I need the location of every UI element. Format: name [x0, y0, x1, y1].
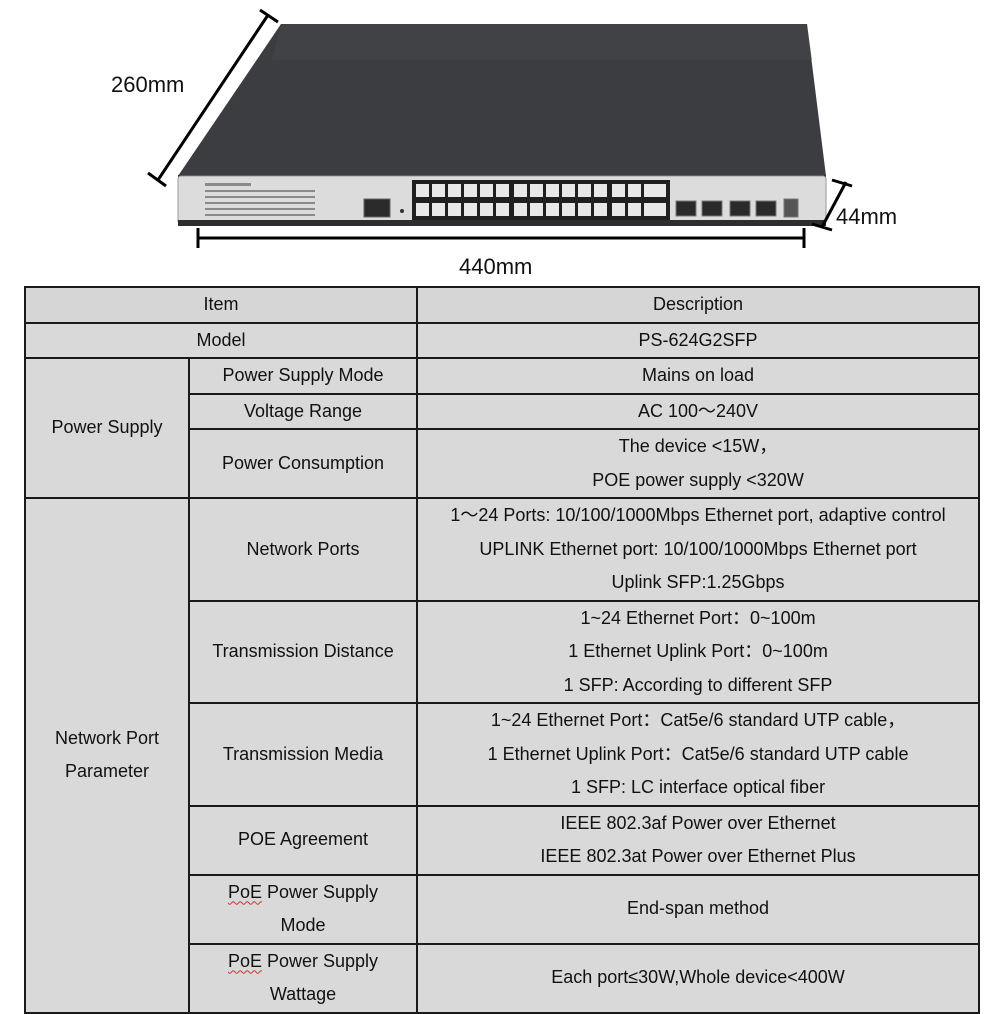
height-label: 44mm [836, 204, 898, 229]
table-header-row: Item Description [23, 286, 981, 324]
ethernet-ports [412, 180, 670, 220]
row-value: 1～24 Ports: 10/100/1000Mbps Ethernet por… [416, 497, 981, 602]
row-label: Power Consumption [187, 428, 419, 499]
table-row: Network Port Parameter Network Ports 1～2… [24, 497, 981, 1014]
table-row: Transmission Media 1~24 Ethernet Port：Ca… [25, 702, 981, 807]
table-row: Voltage Range AC 100～240V [25, 392, 981, 430]
row-value: 1~24 Ethernet Port：0~100m 1 Ethernet Upl… [416, 599, 981, 704]
row-value: IEEE 802.3af Power over Ethernet IEEE 80… [416, 804, 981, 876]
dimension-depth-line [147, 8, 279, 188]
depth-label: 260mm [111, 72, 185, 97]
sfp-ports [675, 198, 799, 218]
row-label: Voltage Range [187, 392, 419, 430]
row-value: 1~24 Ethernet Port：Cat5e/6 standard UTP … [416, 702, 981, 807]
width-label: 440mm [459, 254, 533, 279]
dimension-width-line [196, 228, 806, 248]
row-label: Transmission Media [187, 702, 419, 807]
switch-illustration [147, 8, 853, 248]
group-network-port-parameter: Network Port Parameter [24, 497, 190, 1014]
table-row: POE Agreement IEEE 802.3af Power over Et… [25, 804, 981, 876]
console-port-icon [363, 198, 391, 218]
model-value: PS-624G2SFP [416, 321, 981, 359]
row-value: AC 100～240V [416, 392, 981, 430]
model-label: Model [23, 321, 419, 359]
row-label: POE Agreement [187, 804, 419, 876]
row-label: Network Ports [187, 497, 419, 602]
header-item: Item [23, 286, 419, 324]
row-label: Power Supply Mode [187, 357, 419, 395]
table-row: Power Supply Power Supply Mode Mains on … [24, 357, 981, 499]
header-description: Description [416, 286, 981, 324]
table-row: PoE Power Supply Mode End-span method [25, 873, 981, 945]
dimension-height-line [811, 178, 853, 232]
row-value: End-span method [416, 873, 981, 945]
table-row: Power Consumption The device <15W， POE p… [25, 428, 981, 499]
led-indicators [205, 183, 315, 216]
spec-table: Item Description Model PS-624G2SFP Power… [23, 286, 981, 1014]
group-power-supply: Power Supply [24, 357, 190, 499]
row-label: PoE Power Supply Wattage [187, 942, 419, 1014]
row-value: Mains on load [416, 357, 981, 395]
row-value: Each port≤30W,Whole device<400W [416, 942, 981, 1014]
product-photo: 260mm 44mm 440mm [0, 0, 1000, 282]
switch-top-case [178, 24, 826, 176]
row-value: The device <15W， POE power supply <320W [416, 428, 981, 499]
table-row-model: Model PS-624G2SFP [23, 321, 981, 359]
row-label: Transmission Distance [187, 599, 419, 704]
row-label: PoE Power Supply Mode [187, 873, 419, 945]
table-row: Transmission Distance 1~24 Ethernet Port… [25, 599, 981, 704]
